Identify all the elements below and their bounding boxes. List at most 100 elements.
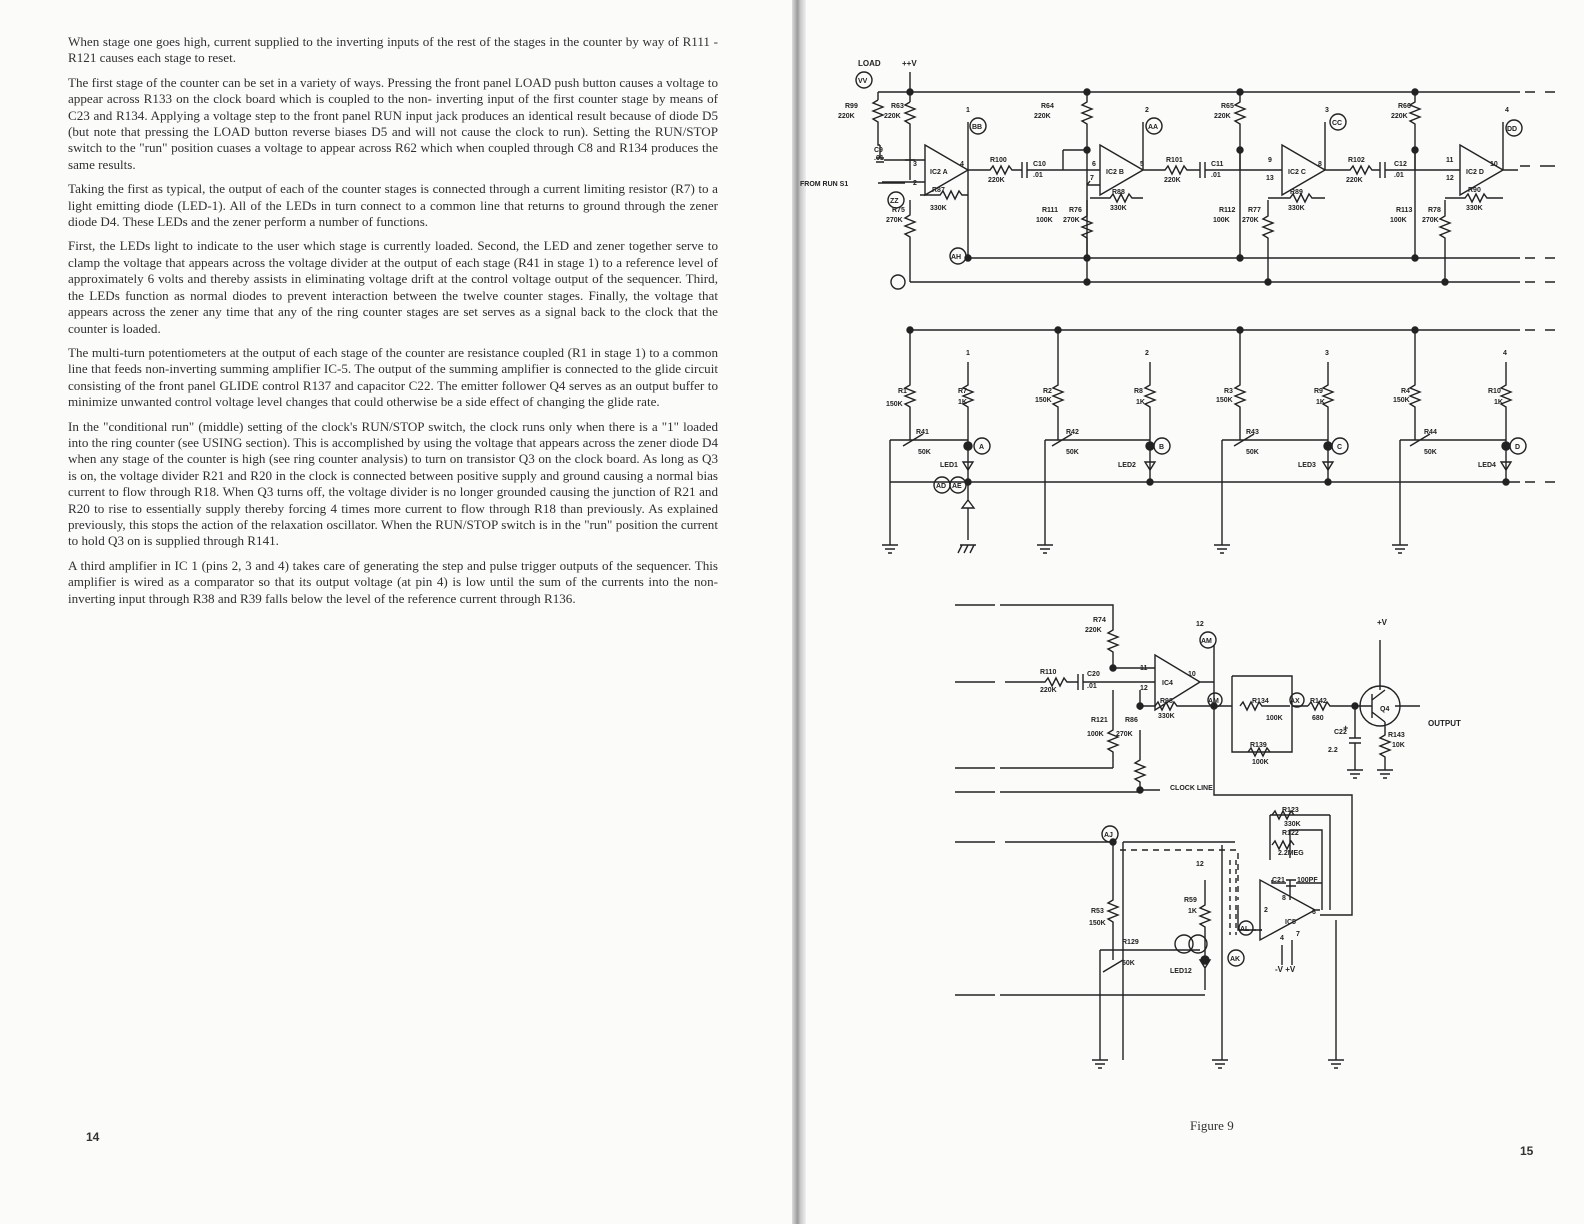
svg-text:12: 12 xyxy=(1446,175,1454,182)
svg-text:AM: AM xyxy=(1201,638,1212,645)
output-section xyxy=(955,604,1420,1069)
label-vpos: +V xyxy=(1377,618,1388,627)
node-zz: ZZ xyxy=(887,191,905,209)
svg-text:150K: 150K xyxy=(886,401,903,408)
svg-text:12: 12 xyxy=(1140,685,1148,692)
svg-text:LED3: LED3 xyxy=(1298,462,1316,469)
svg-text:LED12: LED12 xyxy=(1170,968,1192,975)
node-bb: BB xyxy=(969,117,987,135)
svg-text:270K: 270K xyxy=(886,217,903,224)
label-vplus: ++V xyxy=(902,59,917,68)
svg-text:330K: 330K xyxy=(1466,205,1483,212)
svg-text:50K: 50K xyxy=(1246,449,1259,456)
svg-text:2.2: 2.2 xyxy=(1328,747,1338,754)
svg-text:1K: 1K xyxy=(1316,399,1325,406)
svg-text:R86: R86 xyxy=(1125,717,1138,724)
svg-text:1K: 1K xyxy=(1136,399,1145,406)
svg-text:12: 12 xyxy=(1196,621,1204,628)
schematic-labels: LOAD ++V FROM RUN S1 OUTPUT CLOCK LINE +… xyxy=(800,59,1509,975)
page-number-right: 15 xyxy=(1520,1144,1534,1158)
svg-text:R101: R101 xyxy=(1166,157,1183,164)
svg-text:AK: AK xyxy=(1230,956,1240,963)
node-d: D xyxy=(1509,437,1527,455)
svg-text:6: 6 xyxy=(1312,909,1316,916)
svg-text:6: 6 xyxy=(1092,161,1096,168)
svg-text:VV: VV xyxy=(858,78,868,85)
svg-text:R88: R88 xyxy=(1112,189,1125,196)
label-output: OUTPUT xyxy=(1428,719,1461,728)
label-vneg-pos: -V +V xyxy=(1275,965,1296,974)
svg-text:R42: R42 xyxy=(1066,429,1079,436)
svg-text:R98: R98 xyxy=(1160,698,1173,705)
svg-text:C20: C20 xyxy=(1087,671,1100,678)
svg-text:10: 10 xyxy=(1188,671,1196,678)
svg-text:11: 11 xyxy=(1446,157,1454,164)
label-ic4: IC4 xyxy=(1162,680,1173,687)
svg-text:220K: 220K xyxy=(1214,113,1231,120)
svg-text:R1: R1 xyxy=(898,388,907,395)
paragraph: The first stage of the counter can be se… xyxy=(68,74,718,172)
svg-text:2: 2 xyxy=(1145,350,1149,357)
svg-text:R10: R10 xyxy=(1488,388,1501,395)
node-ah: AH xyxy=(949,247,967,265)
svg-text:R63: R63 xyxy=(891,103,904,110)
svg-text:3: 3 xyxy=(1325,107,1329,114)
svg-text:CC: CC xyxy=(1332,120,1342,127)
label-from-run: FROM RUN S1 xyxy=(800,181,848,188)
book-gutter xyxy=(792,0,806,1224)
svg-text:A: A xyxy=(979,444,984,451)
svg-text:BB: BB xyxy=(972,124,982,131)
svg-text:100PF: 100PF xyxy=(1297,877,1318,884)
node-ak: AK xyxy=(1227,949,1245,967)
svg-text:R41: R41 xyxy=(916,429,929,436)
svg-text:11: 11 xyxy=(1140,665,1148,672)
figure-caption: Figure 9 xyxy=(1190,1118,1234,1133)
svg-text:R78: R78 xyxy=(1428,207,1441,214)
svg-text:220K: 220K xyxy=(988,177,1005,184)
svg-text:150K: 150K xyxy=(1216,397,1233,404)
svg-text:R76: R76 xyxy=(1069,207,1082,214)
svg-text:R8: R8 xyxy=(1134,388,1143,395)
svg-text:330K: 330K xyxy=(930,205,947,212)
paragraph: When stage one goes high, current suppli… xyxy=(68,34,718,66)
svg-text:R123: R123 xyxy=(1282,807,1299,814)
svg-text:R7: R7 xyxy=(958,388,967,395)
svg-text:R44: R44 xyxy=(1424,429,1437,436)
svg-text:270K: 270K xyxy=(1422,217,1439,224)
svg-text:R4: R4 xyxy=(1401,388,1410,395)
svg-text:50K: 50K xyxy=(918,449,931,456)
svg-text:12: 12 xyxy=(1196,861,1204,868)
svg-text:R100: R100 xyxy=(990,157,1007,164)
svg-text:AH: AH xyxy=(951,254,961,261)
body-text: When stage one goes high, current suppli… xyxy=(68,34,718,615)
svg-text:10: 10 xyxy=(1490,161,1498,168)
svg-text:.01: .01 xyxy=(1211,172,1221,179)
svg-text:+: + xyxy=(1343,723,1348,733)
svg-text:DD: DD xyxy=(1507,126,1517,133)
svg-text:R75: R75 xyxy=(892,207,905,214)
svg-text:2: 2 xyxy=(1264,907,1268,914)
junction-dots xyxy=(906,88,1449,286)
svg-text:C11: C11 xyxy=(1211,161,1224,168)
svg-text:R122: R122 xyxy=(1282,830,1299,837)
svg-text:R143: R143 xyxy=(1388,732,1405,739)
svg-text:R87: R87 xyxy=(932,187,945,194)
svg-text:270K: 270K xyxy=(1116,731,1133,738)
svg-text:2.2MEG: 2.2MEG xyxy=(1278,850,1304,857)
svg-text:1: 1 xyxy=(966,107,970,114)
label-ic2b: IC2 B xyxy=(1106,169,1124,176)
left-page: When stage one goes high, current suppli… xyxy=(68,34,718,1144)
node-ax: AX xyxy=(1289,692,1305,708)
svg-text:220K: 220K xyxy=(884,113,901,120)
svg-text:C: C xyxy=(1337,444,1342,451)
svg-text:R90: R90 xyxy=(1468,187,1481,194)
node-ad: AD xyxy=(933,476,951,494)
svg-text:330K: 330K xyxy=(1110,205,1127,212)
svg-text:150K: 150K xyxy=(1089,920,1106,927)
svg-text:R74: R74 xyxy=(1093,617,1106,624)
svg-text:2: 2 xyxy=(913,180,917,187)
svg-text:7: 7 xyxy=(1296,931,1300,938)
right-page xyxy=(806,0,1584,1224)
paragraph: Taking the first as typical, the output … xyxy=(68,181,718,230)
svg-text:R121: R121 xyxy=(1091,717,1108,724)
